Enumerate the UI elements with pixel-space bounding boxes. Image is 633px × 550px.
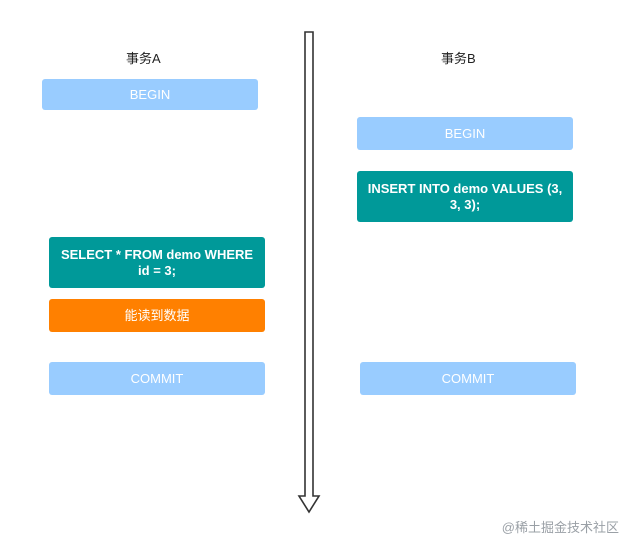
transaction-a-title: 事务A [126, 51, 161, 66]
transaction-b-title: 事务B [441, 51, 476, 66]
watermark: @稀土掘金技术社区 [501, 520, 619, 535]
transaction-b-insert-box: INSERT INTO demo VALUES (3, 3, 3); [357, 171, 573, 222]
transaction-b-begin-box: BEGIN [357, 117, 573, 150]
transaction-a-select-box: SELECT * FROM demo WHERE id = 3; [49, 237, 265, 288]
transaction-a-begin-box: BEGIN [42, 79, 258, 110]
transaction-a-result-box: 能读到数据 [49, 299, 265, 332]
down-arrow-icon [297, 31, 321, 514]
transaction-b-commit-box: COMMIT [360, 362, 576, 395]
transaction-a-commit-box: COMMIT [49, 362, 265, 395]
